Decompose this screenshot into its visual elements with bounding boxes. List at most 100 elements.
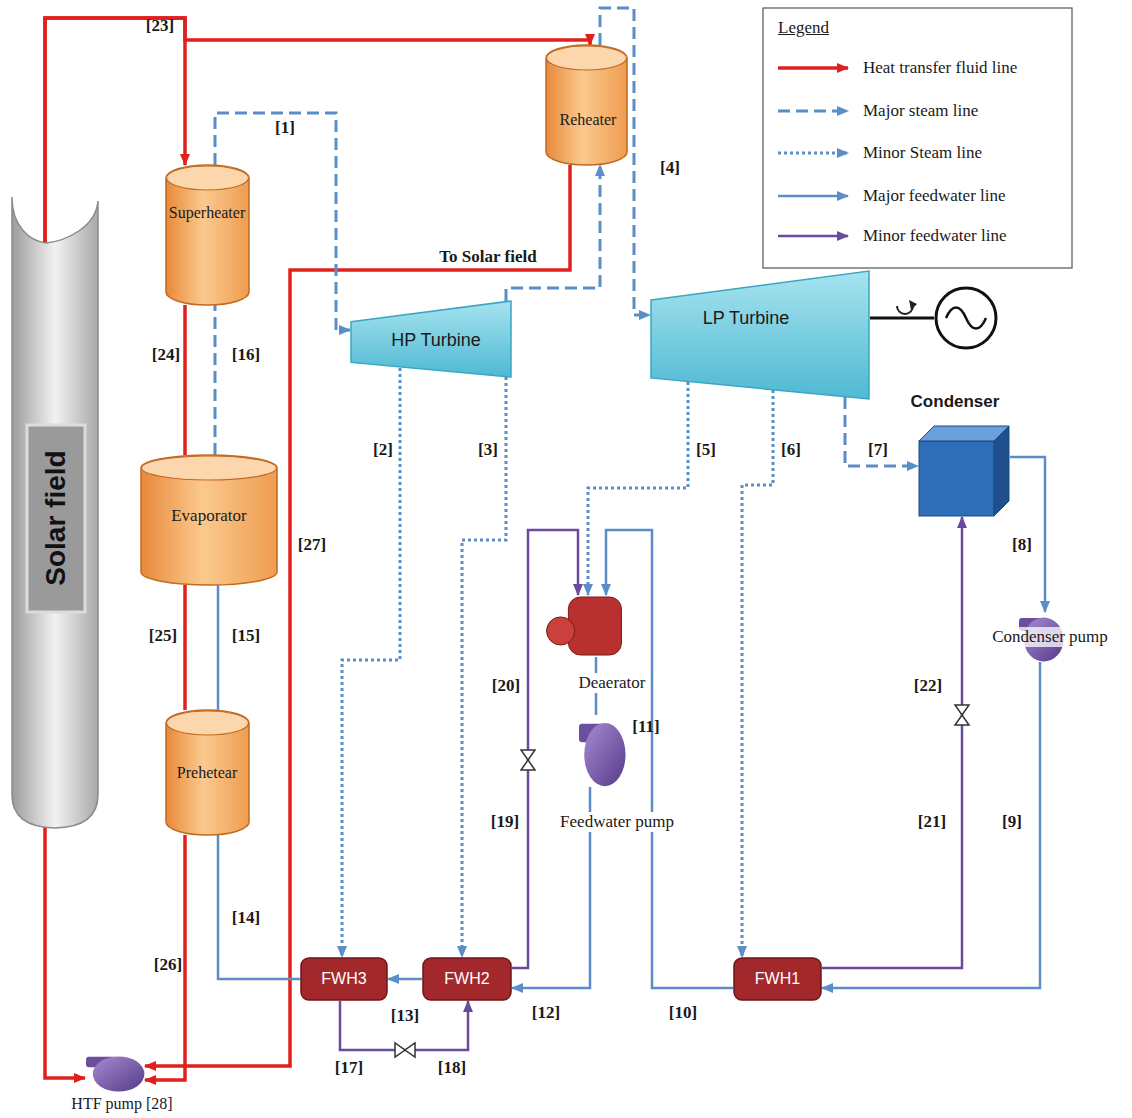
callout-number: [15]: [232, 626, 260, 646]
condenser-pump: Condenser pump: [989, 612, 1111, 662]
legend-title: Legend: [778, 18, 829, 38]
flow-line: [214, 305, 217, 455]
callout-number: [8]: [1012, 535, 1032, 555]
legend-sample: [778, 152, 848, 155]
reheater-vessel-outline: [547, 46, 627, 70]
node-label: Deaerator: [575, 673, 648, 693]
flow-line: [822, 517, 962, 968]
solar-field-collector: Solar field: [10, 195, 100, 830]
node-text: Feedwater pump: [557, 812, 677, 832]
lp-turbine-outline: [651, 271, 869, 399]
valve-symbol: [395, 705, 969, 1057]
flow-line: [512, 530, 578, 968]
node-label: Condenser: [911, 392, 1000, 412]
legend-entry: Minor Steam line: [863, 143, 982, 163]
flow-line: [183, 305, 187, 455]
callout-number: [27]: [298, 535, 326, 555]
callout-number: [13]: [391, 1006, 419, 1026]
flow-line: [342, 368, 400, 957]
flow-line: [822, 662, 1040, 988]
flow-line: [388, 978, 422, 981]
callout-number: To Solar field: [439, 247, 536, 267]
reheater-vessel-outline: [546, 45, 627, 165]
callout-number: [20]: [492, 676, 520, 696]
feedwater-pump-shape: [578, 715, 626, 787]
evaporator-vessel-outline: [141, 455, 277, 585]
callout-number: [12]: [532, 1003, 560, 1023]
callout-number: [21]: [918, 812, 946, 832]
feedwater-pump-outline: [584, 723, 625, 786]
node-label: LP Turbine: [703, 308, 790, 329]
condenser-outline: [994, 426, 1009, 516]
node-text: Condenser: [911, 392, 1000, 412]
legend-sample: [778, 195, 848, 198]
reheater-vessel: Reheater: [545, 45, 628, 165]
flow-line: [588, 382, 688, 595]
flow-line: [217, 585, 220, 710]
generator-shaft: [870, 317, 934, 320]
node-text: HTF pump [28]: [71, 1095, 172, 1113]
generator-symbol: [936, 288, 996, 348]
flow-line: [462, 377, 506, 957]
node-label: HP Turbine: [391, 330, 481, 351]
solar-field-collector-outline: [12, 197, 98, 828]
flow-line: [845, 397, 918, 466]
superheater-vessel-outline: [166, 165, 249, 305]
superheater-vessel-outline: [167, 166, 249, 190]
feedwater-heater: FWH2: [422, 957, 512, 1001]
coupling-symbol: [909, 300, 917, 310]
node-text: Prehetear: [177, 764, 237, 782]
flow-line: [742, 390, 773, 957]
htf-pump: HTF pump [28]: [71, 1052, 172, 1113]
legend-entry: Minor feedwater line: [863, 226, 1007, 246]
node-text: FWH3: [321, 970, 366, 988]
deaerator: Deaerator: [545, 595, 649, 693]
lp-turbine-shape: [650, 270, 870, 400]
reheater-vessel-shape: [545, 45, 628, 165]
hp-turbine: HP Turbine: [350, 300, 512, 378]
callout-number: [9]: [1002, 812, 1022, 832]
callout-number: [4]: [660, 158, 680, 178]
node-text: Superheater: [169, 204, 245, 222]
lp-turbine: LP Turbine: [650, 270, 870, 400]
preheater-vessel-outline: [167, 711, 249, 735]
feedwater-heater: FWH3: [300, 957, 388, 1001]
condenser-outline: [919, 426, 1009, 441]
callout-number: [3]: [478, 440, 498, 460]
callout-number: [14]: [232, 908, 260, 928]
node-label: Prehetear: [177, 764, 237, 782]
deaerator-shape: [545, 595, 623, 657]
hp-turbine-outline: [351, 301, 511, 377]
legend-frame: [763, 8, 1072, 268]
node-text: Condenser pump: [989, 627, 1111, 647]
condenser-outline: [919, 441, 994, 516]
callout-number: [1]: [275, 118, 295, 138]
callout-number: [5]: [696, 440, 716, 460]
node-text: Evaporator: [171, 506, 247, 526]
htf-pump-outline: [93, 1056, 145, 1091]
node-label: Condenser pump: [989, 627, 1111, 647]
flow-line: [506, 165, 600, 301]
callout-number: [26]: [154, 955, 182, 975]
flow-line: [45, 827, 85, 1078]
flow-line: [145, 835, 185, 1080]
solar-field-collector-outline: [27, 425, 85, 612]
legend-entry: Major feedwater line: [863, 186, 1006, 206]
node-text: HP Turbine: [391, 330, 481, 351]
feedwater-heater-outline: [423, 958, 511, 1000]
feedwater-heater: FWH1: [733, 957, 822, 1001]
flow-line: [183, 585, 187, 710]
evaporator-vessel-outline: [142, 456, 277, 480]
node-text: Solar field: [40, 450, 72, 585]
callout-number: [11]: [632, 717, 659, 737]
superheater-vessel-shape: [165, 165, 250, 305]
feedwater-heater-outline: [734, 958, 821, 1000]
callout-number: [25]: [149, 626, 177, 646]
legend-sample: [778, 66, 848, 70]
callout-number: [23]: [146, 16, 174, 36]
node-label: HTF pump [28]: [71, 1095, 172, 1113]
node-label: FWH1: [755, 970, 800, 988]
condenser-shape: [918, 425, 1010, 517]
legend-sample: [778, 110, 848, 113]
